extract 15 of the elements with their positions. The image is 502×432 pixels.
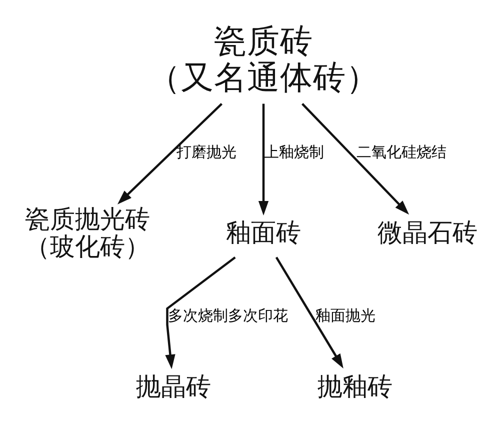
node-text: 瓷质抛光砖 （玻化砖） bbox=[24, 204, 150, 261]
edge-label: 打磨抛光 bbox=[176, 142, 237, 161]
arrow bbox=[275, 256, 344, 368]
edge-label: 釉面抛光 bbox=[315, 306, 376, 324]
edge-label: 多次烧制多次印花 bbox=[168, 306, 288, 324]
node-text: 釉面砖 bbox=[226, 218, 301, 247]
arrow bbox=[302, 103, 410, 215]
node-text: 抛釉砖 bbox=[317, 372, 392, 401]
arrow bbox=[117, 102, 222, 204]
edge-label: 二氧化硅烧结 bbox=[356, 142, 447, 161]
arrow bbox=[165, 256, 236, 370]
node-text: 抛晶砖 bbox=[136, 372, 211, 401]
node-text: 微晶石砖 bbox=[377, 218, 478, 247]
node-text: 瓷质砖 （又名通体砖） bbox=[148, 22, 379, 96]
arrow bbox=[258, 104, 269, 216]
